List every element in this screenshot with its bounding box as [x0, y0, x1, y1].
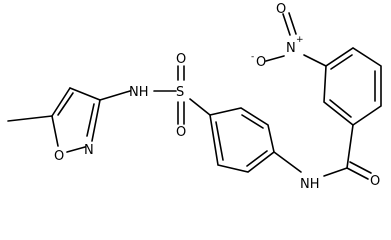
atom-nh-sulfonamide: NH: [129, 85, 149, 100]
atom-nitro-o-minus: O: [256, 55, 266, 70]
atom-sulfonyl-o-top: O: [176, 52, 186, 67]
central-ring-double-2: [246, 150, 268, 167]
atom-sulfur: S: [176, 85, 184, 100]
sulfonamide-group: [99, 65, 211, 125]
bond-c3-nh: [99, 90, 131, 101]
atom-nitro-n: N: [286, 41, 296, 56]
bond-ring-nh: [273, 151, 302, 173]
bond-nh-carbonyl: [323, 167, 348, 177]
bond-n-o: [66, 146, 86, 153]
bond-nitro-n-o-double: [282, 13, 291, 36]
bond-c4-c3: [69, 87, 101, 101]
bond-c5-c4: [51, 87, 71, 117]
molecule-structure: N O NH S O O NH O N + O - O: [7, 2, 382, 192]
molecule-diagram: N O NH S O O NH O N + O - O: [7, 2, 382, 192]
atom-sulfonyl-o-bottom: O: [176, 125, 186, 140]
bond-c3-n-double: [86, 103, 95, 137]
isoxazole-ring: [7, 87, 101, 153]
bond-c5-c4-double: [57, 92, 74, 116]
bond-s-ring: [189, 98, 211, 116]
bond-carbonyl-o-double: [349, 161, 372, 174]
nitro-ring-double-2: [330, 54, 353, 70]
bond-methyl: [7, 115, 53, 122]
bond-c3-n: [91, 99, 101, 142]
nitro-ring-outline: [323, 47, 382, 126]
central-benzene-ring: [209, 107, 275, 173]
bond-carbonyl-o: [346, 167, 369, 180]
bond-nitro-n-o-minus: [265, 55, 285, 62]
atom-nitro-n-charge: +: [296, 35, 304, 45]
atom-nitro-o-double: O: [276, 2, 286, 17]
atom-isoxazole-o: O: [54, 149, 64, 164]
central-ring-double-3: [215, 121, 224, 161]
bond-ring-nitro-n: [303, 54, 327, 67]
atom-isoxazole-n: N: [84, 143, 94, 158]
atom-carbonyl-o: O: [370, 174, 380, 189]
atom-nitro-o-minus-charge: -: [251, 52, 254, 62]
central-ring-double-1: [241, 114, 264, 129]
bond-nitro-n-o-double-2: [288, 12, 297, 35]
nitrobenzene-ring: [323, 47, 382, 126]
atom-nh-amide: NH: [300, 177, 320, 192]
amide-group: [273, 124, 372, 180]
bond-o-c5: [51, 115, 59, 147]
nitro-group: [265, 12, 327, 67]
nitro-ring-double-3: [329, 99, 352, 118]
bond-carbonyl-ring: [346, 124, 354, 169]
